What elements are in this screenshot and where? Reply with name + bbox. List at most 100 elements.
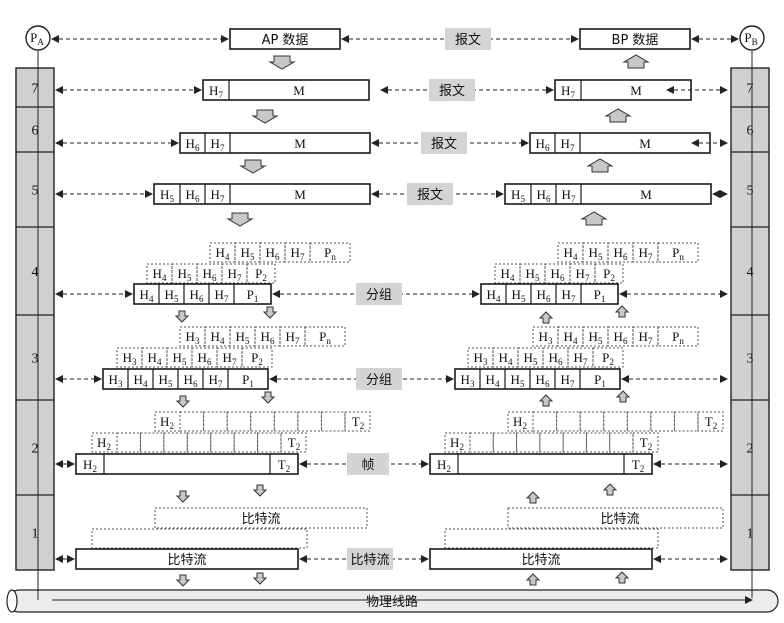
right-l2-mid-cell-box — [539, 432, 564, 453]
right-l3-pn-cell: H3 — [539, 329, 553, 346]
left-l3-pn-cell: H3 — [186, 329, 200, 346]
right-l4-p2-cell-box — [519, 263, 546, 284]
arrow-up-l5 — [580, 211, 608, 226]
right-l2-frame-t2: T2 — [632, 457, 644, 474]
right-l3-p2-cell: H6 — [549, 350, 563, 367]
left-l2-top-h-box — [154, 411, 181, 432]
left-l2-mid-h-box — [91, 432, 118, 453]
right-l4-p1-cell: H5 — [512, 287, 526, 304]
left-l2-frame — [75, 453, 299, 475]
left-layer-number: 1 — [32, 527, 39, 542]
right-layer-number: 5 — [747, 184, 754, 199]
left-l3-pn-cell: H5 — [236, 329, 250, 346]
right-l3-p2-cell-box — [517, 347, 544, 368]
left-l2-top-cell-box — [250, 411, 275, 432]
right-l4-p2-cell: H7 — [576, 266, 590, 283]
left-l2-mid-cell-box — [257, 432, 282, 453]
right-l4-pn-cell: H7 — [639, 245, 653, 262]
left-l4-p2-cell: P2 — [255, 266, 267, 283]
right-l1-box-label: 比特流 — [521, 553, 560, 568]
right-l3-pn-cell-box — [632, 326, 659, 347]
right-l1-top — [507, 507, 724, 529]
arrow-up-top — [622, 54, 650, 69]
arrow-up-l2a — [525, 491, 541, 504]
right-l2-top-cell-box — [556, 411, 581, 432]
right-l2-top-cell-box — [673, 411, 699, 432]
right-l7-unit-cell: H7 — [561, 83, 575, 100]
right-l3-p2-cell-box — [542, 347, 569, 368]
left-l2-mid-cell-box — [139, 432, 165, 453]
right-l4-p2-cell-box — [494, 263, 521, 284]
left-l4-pn-cell: H4 — [216, 245, 230, 262]
left-l7-unit-cell: M — [293, 83, 305, 98]
right-l4-p2-cell: H4 — [501, 266, 515, 283]
left-l1-box — [75, 548, 299, 570]
left-l2-mid-cell-box — [186, 432, 212, 453]
l4-packet-label: 分组 — [366, 288, 392, 303]
right-l3-p1-cell: H3 — [461, 372, 475, 389]
right-l4-p2-cell-box — [544, 263, 571, 284]
right-l2-top-cell-box — [626, 411, 652, 432]
right-l1-mid — [444, 528, 659, 549]
left-l2-top-cell-box — [226, 411, 252, 432]
left-l1-top — [154, 507, 368, 529]
left-l2-frame-h2: H2 — [83, 457, 97, 474]
l6-message-label: 报文 — [431, 137, 457, 152]
right-l4-pn-cell-box — [657, 242, 699, 263]
right-l2-mid-cell-box — [492, 432, 518, 453]
right-l3-p1 — [454, 368, 621, 390]
l2-frame-label-bg — [347, 453, 389, 475]
right-l3-p2-cell-box — [567, 347, 594, 368]
l7-message-label-bg — [429, 79, 475, 101]
left-l2-top-t2: T2 — [352, 414, 364, 431]
right-l3-pn-cell-box — [607, 326, 634, 347]
arrow-up-l1a — [525, 573, 541, 586]
right-l2-mid-t2: T2 — [640, 435, 652, 452]
left-l4-p2-cell: H6 — [203, 266, 217, 283]
left-l2-top-h2: H2 — [160, 414, 174, 431]
right-layer-number: 6 — [747, 124, 754, 139]
left-l5-unit-cell: H7 — [211, 187, 225, 204]
right-l2-mid-cell-box — [516, 432, 541, 453]
arrow-down-top — [268, 55, 296, 70]
left-l2-top-cell-box — [179, 411, 205, 432]
right-l3-pn-cell: H5 — [589, 329, 603, 346]
left-l4-pn-cell: H5 — [241, 245, 255, 262]
left-l3-p1 — [102, 368, 269, 390]
right-l3-pn-cell-box — [532, 326, 559, 347]
arrow-down-l3b — [260, 391, 276, 404]
physical-line-label: 物理线路 — [366, 594, 418, 610]
left-l2-top-cell-box — [297, 411, 322, 432]
right-l4-p2-cell: H5 — [526, 266, 540, 283]
left-l4-p2-cell-box — [171, 263, 198, 284]
l6-message-label-bg — [421, 132, 467, 154]
right-l4-pn-cell: H4 — [564, 245, 578, 262]
bp-data-label: BP 数据 — [612, 33, 659, 48]
left-l3-p1-cell: H5 — [159, 372, 173, 389]
right-l3-p1-cell: H6 — [536, 372, 550, 389]
right-l4-p1-cell: P1 — [594, 287, 606, 304]
left-l5-unit-cell: H5 — [160, 187, 174, 204]
left-l5-unit-cell: H6 — [186, 187, 200, 204]
right-l4-pn-cell: Pn — [672, 245, 684, 262]
top-message-label: 报文 — [455, 33, 481, 48]
left-l4-p2-cell-box — [146, 263, 173, 284]
right-l1-box — [429, 548, 653, 570]
left-l4-pn-cell-box — [284, 242, 311, 263]
left-l4-pn-cell-box — [234, 242, 261, 263]
left-l4-pn-cell: Pn — [324, 245, 336, 262]
right-l4-p1-cell: H4 — [487, 287, 501, 304]
left-l2-mid-h2: H2 — [97, 435, 111, 452]
right-l2-mid-cell-box — [562, 432, 587, 453]
left-l2-mid-t2: T2 — [288, 435, 300, 452]
left-l4-pn-cell-box — [309, 242, 351, 263]
right-l4-pn-cell-box — [607, 242, 634, 263]
left-l2-mid-cell-box — [210, 432, 235, 453]
left-l4-pn-cell-box — [259, 242, 286, 263]
right-l3-pn-cell-box — [582, 326, 609, 347]
arrow-down-l4b — [262, 306, 278, 319]
right-l2-top-h-box — [507, 411, 534, 432]
right-l2-top-cell-box — [579, 411, 605, 432]
left-l3-p2-cell-box — [141, 347, 168, 368]
